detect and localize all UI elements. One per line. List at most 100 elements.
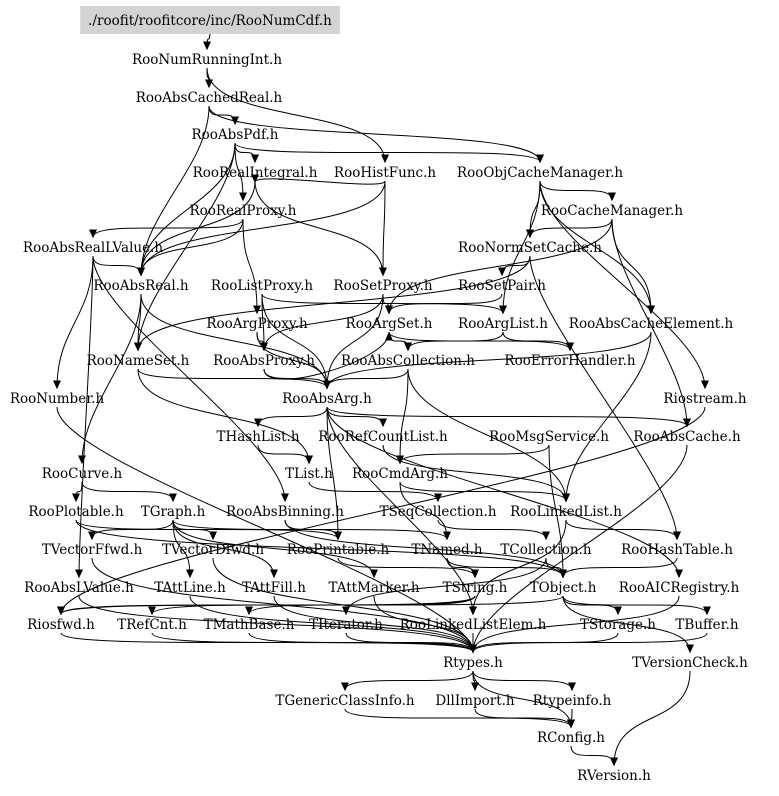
edge-rooabspdf-h-to-roonameset-h xyxy=(137,142,236,351)
node-label: TAttMarker.h xyxy=(328,580,419,596)
node-rooabsarg-h: RooAbsArg.h xyxy=(282,391,372,407)
node-tgenericclassinfo-h: TGenericClassInfo.h xyxy=(275,693,415,709)
edge-rooplotable-h-to-tobject-h xyxy=(75,519,564,578)
node-rooabslvalue-h: RooAbsLValue.h xyxy=(24,580,134,596)
edge-layer xyxy=(53,28,711,767)
edge-arrowhead xyxy=(385,305,393,315)
edge-titerator-h-to-rtypes-h xyxy=(345,632,474,653)
node-rooabscollection-h: RooAbsCollection.h xyxy=(341,353,475,369)
node-rooabspdf-h: RooAbsPdf.h xyxy=(192,127,279,143)
edge-rooaicregistry-h-to-rtypes-h xyxy=(472,595,680,653)
edge-roomsgservice-h-to-roocmdarg-h xyxy=(399,444,550,464)
node-tgraph-h: TGraph.h xyxy=(141,504,206,520)
edge-arrowhead xyxy=(499,305,507,315)
node-tstring-h: TString.h xyxy=(443,580,508,596)
node-label: RooArgList.h xyxy=(458,316,548,332)
node-rooargproxy-h: RooArgProxy.h xyxy=(206,316,308,332)
node-label: RooErrorHandler.h xyxy=(504,353,635,369)
edge-tseqcollection-h-to-tcollection-h xyxy=(437,519,547,540)
edge-arrowhead xyxy=(75,569,83,579)
edge-arrowhead xyxy=(88,531,96,541)
node-label: TObject.h xyxy=(530,580,597,596)
edge-roorefcountlist-h-to-roolinkedlist-h xyxy=(382,444,567,502)
node-tstorage-h: TStorage.h xyxy=(580,617,656,633)
edge-tgenericclassinfo-h-to-rconfig-h xyxy=(344,708,572,728)
node-label: RooHistFunc.h xyxy=(334,165,436,181)
node-roohistfunc-h: RooHistFunc.h xyxy=(334,165,436,181)
node-label: RooRealIntegral.h xyxy=(193,165,318,181)
node-label: TGenericClassInfo.h xyxy=(275,693,415,709)
node-roorealproxy-h: RooRealProxy.h xyxy=(189,203,296,219)
edge-arrowhead xyxy=(686,644,694,654)
edge-rooobjcachemanager-h-to-roonormsetcache-h xyxy=(529,180,541,238)
edge-tgraph-h-to-tvectorffwd-h xyxy=(91,519,174,540)
node-roonormsetcache-h: RooNormSetCache.h xyxy=(458,240,602,256)
node-roonameset-h: RooNameSet.h xyxy=(87,353,190,369)
node-label: RooAbsLValue.h xyxy=(24,580,134,596)
edge-arrowhead xyxy=(701,380,709,390)
node-label: RooArgProxy.h xyxy=(206,316,308,332)
edge-rooobjcachemanager-h-to-rooabscacheelement-h xyxy=(539,180,652,314)
edge-arrowhead xyxy=(526,229,534,239)
node-rconfig-h: RConfig.h xyxy=(537,730,605,746)
node-roosetpair-h: RooSetPair.h xyxy=(458,278,546,294)
node-label: TString.h xyxy=(443,580,508,596)
node-rooabsreal-h: RooAbsReal.h xyxy=(93,278,189,294)
node-rooarglist-h: RooArgList.h xyxy=(458,316,548,332)
edge-tnamed-h-to-tobject-h xyxy=(446,557,564,578)
edge-thashlist-h-to-tlist-h xyxy=(257,444,310,464)
edge-arrowhead xyxy=(469,644,477,654)
node-label: RooNameSet.h xyxy=(87,353,190,369)
edge-roocachemanager-h-to-rooargset-h xyxy=(388,218,613,314)
edge-arrowhead xyxy=(542,531,550,541)
node-tlist-h: TList.h xyxy=(285,466,333,482)
node-label: TGraph.h xyxy=(141,504,206,520)
edge-arrowhead xyxy=(471,569,479,579)
node-roocachemanager-h: RooCacheManager.h xyxy=(541,203,684,219)
edge-arrowhead xyxy=(562,493,570,503)
edge-rooabsreal-h-to-roonameset-h xyxy=(137,293,142,351)
node-tattline-h: TAttLine.h xyxy=(154,580,226,596)
node-label: RooAICRegistry.h xyxy=(619,580,740,596)
edge-arrowhead xyxy=(89,229,97,239)
edge-arrowhead xyxy=(675,569,683,579)
node-roosetproxy-h: RooSetProxy.h xyxy=(333,278,432,294)
node-label: RooSetProxy.h xyxy=(333,278,432,294)
edge-arrowhead xyxy=(396,455,404,465)
node-riosfwd-h: Riosfwd.h xyxy=(27,617,95,633)
node-label: RooAbsPdf.h xyxy=(192,127,279,143)
edge-roolinkedlist-h-to-roolinkedlistelem-h xyxy=(472,519,567,615)
edge-roosetproxy-h-to-rooabsproxy-h xyxy=(263,293,384,351)
node-label: RooObjCacheManager.h xyxy=(457,165,623,181)
edge-rooabscachedreal-h-to-rooobjcachemanager-h xyxy=(208,105,541,163)
edge-roomsgservice-h-to-tobject-h xyxy=(548,444,564,578)
edge-arrowhead xyxy=(341,682,349,692)
node-tmathbase-h: TMathBase.h xyxy=(204,617,295,633)
edge-arrowhead xyxy=(305,455,313,465)
edge-arrowhead xyxy=(610,757,618,767)
edge-arrowhead xyxy=(334,531,342,541)
edge-roocachemanager-h-to-rooabscacheelement-h xyxy=(611,218,652,314)
edge-tversioncheck-h-to-rversion-h xyxy=(613,670,691,766)
edge-rooabsbinning-h-to-tobject-h xyxy=(284,519,564,578)
node-label: RVersion.h xyxy=(577,768,651,784)
node-tbuffer-h: TBuffer.h xyxy=(675,617,738,633)
node-roocurve-h: RooCurve.h xyxy=(42,466,123,482)
node-label: TVersionCheck.h xyxy=(632,655,748,671)
edge-arrowhead xyxy=(342,606,350,616)
edge-rooplotable-h-to-rooprintable-h xyxy=(75,519,339,540)
edge-arrowhead xyxy=(186,569,194,579)
edge-riostream-h-to-riosfwd-h xyxy=(60,406,706,615)
node-label: DllImport.h xyxy=(435,693,515,709)
edge-arrowhead xyxy=(134,342,142,352)
node-label: THashList.h xyxy=(216,429,299,445)
node-roohashtable-h: RooHashTable.h xyxy=(621,542,733,558)
node-label: RooAbsArg.h xyxy=(282,391,372,407)
node-riostream-h: Riostream.h xyxy=(663,391,747,407)
edge-rooabscacheelement-h-to-rooabsarg-h xyxy=(326,331,652,389)
node-rooerrorhandler-h: RooErrorHandler.h xyxy=(504,353,635,369)
edge-rooabsarg-h-to-thashlist-h xyxy=(257,406,328,427)
edge-tcollection-h-to-tobject-h xyxy=(545,557,564,578)
node-label: RooPrintable.h xyxy=(287,542,390,558)
edge-tattmarker-h-to-rtypes-h xyxy=(373,595,474,653)
